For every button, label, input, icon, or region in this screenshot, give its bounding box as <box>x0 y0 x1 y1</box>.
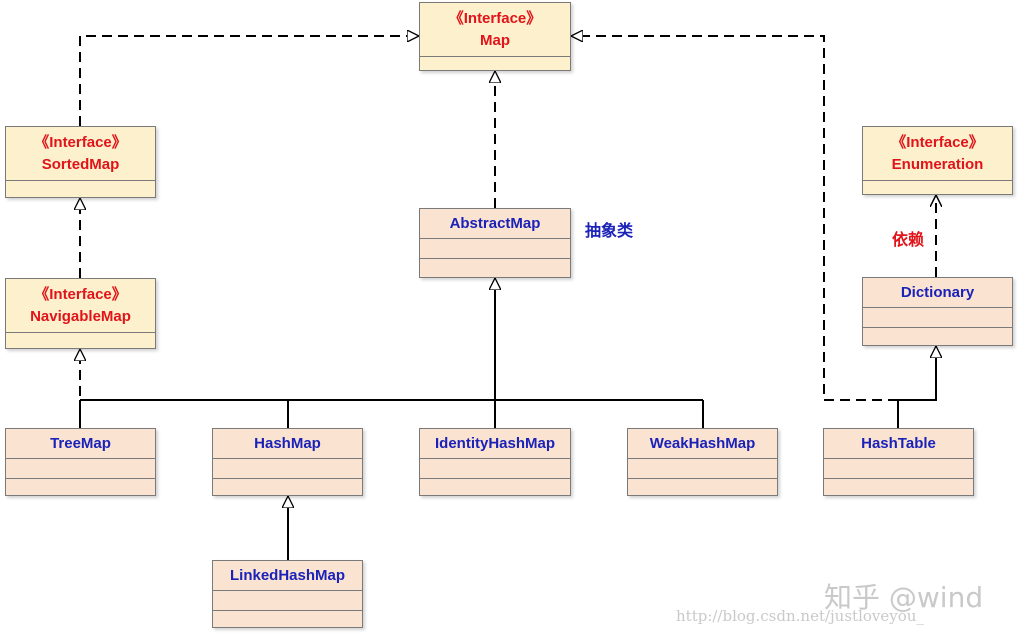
identityhashmap-methods <box>420 479 570 499</box>
navigablemap-compartment <box>6 333 155 349</box>
dictionary-class-box[interactable]: Dictionary <box>862 277 1013 346</box>
treemap-attributes <box>6 459 155 479</box>
enumeration-name: Enumeration <box>891 155 984 173</box>
hashmap-header: HashMap <box>213 429 362 459</box>
hashmap-class-box[interactable]: HashMap <box>212 428 363 496</box>
edge-sortedmap-to-map <box>79 36 419 126</box>
treemap-class-box[interactable]: TreeMap <box>5 428 156 496</box>
enumeration-header: 《Interface》 Enumeration <box>863 127 1012 181</box>
abstract-class-note: 抽象类 <box>585 223 634 240</box>
navigablemap-name: NavigableMap <box>30 307 131 325</box>
enumeration-compartment <box>863 181 1012 197</box>
identityhashmap-class-box[interactable]: IdentityHashMap <box>419 428 571 496</box>
weakhashmap-methods <box>628 479 777 499</box>
enumeration-stereotype: 《Interface》 <box>891 133 984 151</box>
enumeration-interface-box[interactable]: 《Interface》 Enumeration <box>862 126 1013 195</box>
hashmap-attributes <box>213 459 362 479</box>
linkedhashmap-class-box[interactable]: LinkedHashMap <box>212 560 363 628</box>
map-compartment <box>420 57 570 73</box>
edge-hashtable-to-dictionary <box>897 346 936 428</box>
linkedhashmap-header: LinkedHashMap <box>213 561 362 591</box>
weakhashmap-header: WeakHashMap <box>628 429 777 459</box>
zhihu-watermark: 知乎 @wind <box>824 581 984 614</box>
navigablemap-interface-box[interactable]: 《Interface》 NavigableMap <box>5 278 156 349</box>
navigablemap-stereotype: 《Interface》 <box>34 285 127 303</box>
dependency-note: 依赖 <box>892 232 925 249</box>
edge-hashtable-to-map <box>571 36 898 401</box>
navigablemap-header: 《Interface》 NavigableMap <box>6 279 155 333</box>
linkedhashmap-methods <box>213 611 362 631</box>
blog-url-watermark: http://blog.csdn.net/justloveyou_ <box>676 607 924 625</box>
identityhashmap-attributes <box>420 459 570 479</box>
map-header: 《Interface》 Map <box>420 3 570 57</box>
sortedmap-stereotype: 《Interface》 <box>34 133 127 151</box>
hashtable-class-box[interactable]: HashTable <box>823 428 974 496</box>
abstractmap-class-box[interactable]: AbstractMap <box>419 208 571 278</box>
abstractmap-header: AbstractMap <box>420 209 570 239</box>
hashtable-attributes <box>824 459 973 479</box>
sortedmap-compartment <box>6 181 155 197</box>
map-name: Map <box>480 31 510 49</box>
weakhashmap-class-box[interactable]: WeakHashMap <box>627 428 778 496</box>
identityhashmap-header: IdentityHashMap <box>420 429 570 459</box>
dictionary-header: Dictionary <box>863 278 1012 308</box>
linkedhashmap-attributes <box>213 591 362 611</box>
hashmap-methods <box>213 479 362 499</box>
treemap-header: TreeMap <box>6 429 155 459</box>
map-stereotype: 《Interface》 <box>448 9 542 27</box>
sortedmap-interface-box[interactable]: 《Interface》 SortedMap <box>5 126 156 198</box>
map-interface-box[interactable]: 《Interface》 Map <box>419 2 571 71</box>
dictionary-attributes <box>863 308 1012 328</box>
treemap-methods <box>6 479 155 499</box>
sortedmap-name: SortedMap <box>41 155 120 173</box>
abstractmap-attributes <box>420 239 570 259</box>
abstractmap-methods <box>420 259 570 279</box>
weakhashmap-attributes <box>628 459 777 479</box>
hashtable-methods <box>824 479 973 499</box>
sortedmap-header: 《Interface》 SortedMap <box>6 127 155 181</box>
hashtable-header: HashTable <box>824 429 973 459</box>
dictionary-methods <box>863 328 1012 348</box>
